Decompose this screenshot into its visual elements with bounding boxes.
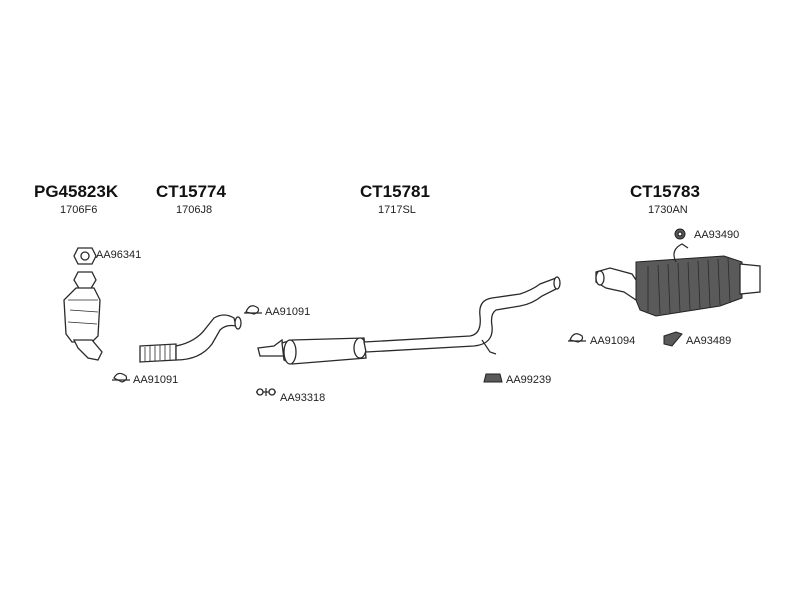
clamp-icon: [112, 372, 130, 383]
part-code-catalyst: PG45823K: [34, 182, 119, 201]
ref-bolt-middle: AA93318: [280, 392, 326, 404]
catalytic-converter: [63, 271, 103, 361]
clamp-icon: [244, 305, 262, 315]
ref-bracket-rear: AA93489: [686, 335, 732, 347]
middle-silencer-pipe: [257, 276, 561, 365]
bolt-icon: [256, 388, 276, 396]
ref-rubber-rear: AA93490: [694, 229, 740, 241]
front-pipe-with-flex: [139, 314, 242, 363]
clamp-icon: [568, 333, 586, 343]
oe-number-catalyst: 1706F6: [60, 204, 98, 216]
rear-silencer: [595, 243, 761, 317]
part-code-middle-silencer: CT15781: [360, 182, 430, 201]
rubber-hanger-icon: [674, 228, 686, 240]
rubber-mount-icon: [483, 373, 503, 383]
oe-number-middle-silencer: 1717SL: [378, 204, 416, 216]
ref-gasket-catalyst: AA96341: [96, 249, 142, 261]
oe-number-front-pipe: 1706J8: [176, 204, 213, 216]
oe-number-rear-silencer: 1730AN: [648, 204, 688, 216]
ref-clamp-front-pipe: AA91091: [265, 306, 311, 318]
gasket-icon: [73, 247, 97, 265]
ref-clamp-rear: AA91094: [590, 335, 636, 347]
ref-clamp-catalyst: AA91091: [133, 374, 179, 386]
part-code-front-pipe: CT15774: [156, 182, 226, 201]
ref-mount-middle: AA99239: [506, 374, 552, 386]
part-code-rear-silencer: CT15783: [630, 182, 700, 201]
bracket-icon: [663, 331, 683, 347]
